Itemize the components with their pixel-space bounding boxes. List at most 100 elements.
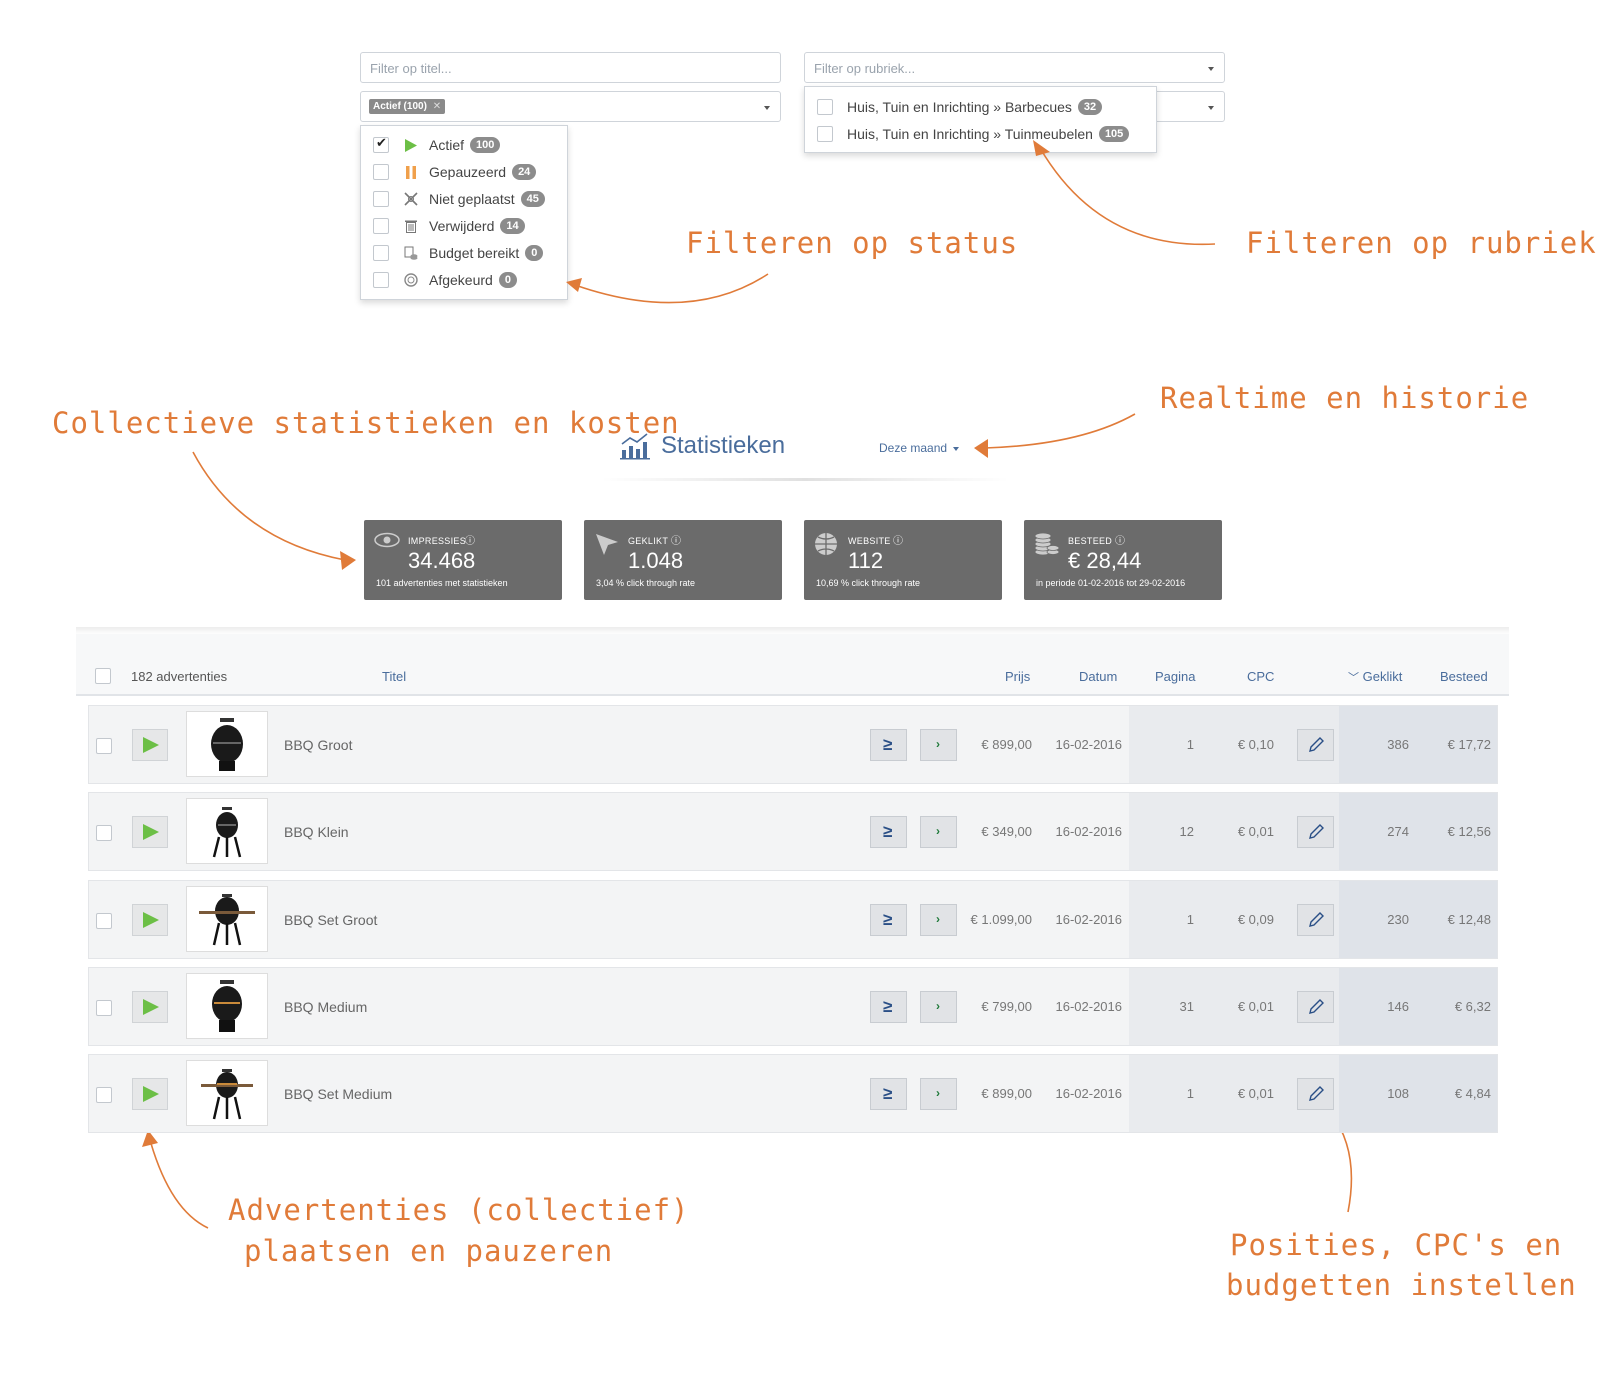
table-row: BBQ Set Groot ≥ › € 1.099,00 16-02-2016 … bbox=[88, 880, 1498, 959]
table-row: BBQ Klein ≥ › € 349,00 16-02-2016 12 € 0… bbox=[88, 792, 1498, 871]
info-icon[interactable]: ⓘ bbox=[1115, 536, 1125, 547]
info-icon[interactable]: ⓘ bbox=[465, 536, 475, 547]
second-select[interactable] bbox=[1150, 91, 1225, 122]
header-pagina[interactable]: Pagina bbox=[1155, 669, 1196, 684]
row-checkbox[interactable] bbox=[96, 913, 112, 929]
title-filter-input[interactable]: Filter op titel... bbox=[360, 52, 781, 83]
rubriek-option[interactable]: Huis, Tuin en Inrichting » Tuinmeubelen … bbox=[817, 123, 1130, 145]
status-filter-select[interactable]: Actief (100) ✕ bbox=[360, 91, 781, 122]
status-option-label: Gepauzeerd bbox=[429, 164, 507, 180]
stat-value: 1.048 bbox=[628, 548, 684, 573]
position-icon: ≥ bbox=[883, 997, 893, 1016]
edit-button[interactable] bbox=[1297, 904, 1334, 936]
row-title[interactable]: BBQ Set Groot bbox=[284, 912, 378, 928]
row-cpc: € 0,01 bbox=[1237, 999, 1274, 1014]
status-option-label: Actief bbox=[429, 137, 465, 153]
edit-button[interactable] bbox=[1297, 991, 1334, 1023]
row-shade bbox=[1339, 881, 1497, 958]
checkbox[interactable] bbox=[373, 272, 389, 288]
checkbox[interactable] bbox=[373, 164, 389, 180]
info-icon[interactable]: ⓘ bbox=[893, 536, 903, 547]
arrow-right-icon: › bbox=[936, 1086, 940, 1100]
pencil-icon bbox=[1309, 1086, 1324, 1101]
annotation-place-1: Advertenties (collectief) bbox=[228, 1193, 690, 1227]
status-option-verwijderd[interactable]: Verwijderd 14 bbox=[373, 215, 525, 237]
table-row: BBQ Groot ≥ › € 899,00 16-02-2016 1 € 0,… bbox=[88, 705, 1498, 784]
header-datum[interactable]: Datum bbox=[1079, 669, 1118, 684]
marktplaats-button[interactable]: › bbox=[920, 904, 957, 936]
row-checkbox[interactable] bbox=[96, 1087, 112, 1103]
row-title[interactable]: BBQ Set Medium bbox=[284, 1086, 393, 1102]
play-button[interactable] bbox=[132, 1078, 168, 1110]
header-geklikt[interactable]: ﹀ Geklikt bbox=[1348, 669, 1402, 685]
arrow-right-icon: › bbox=[936, 737, 940, 751]
play-button[interactable] bbox=[132, 991, 168, 1023]
globe-icon bbox=[814, 532, 838, 561]
marktplaats-button[interactable]: › bbox=[920, 816, 957, 848]
status-tag[interactable]: Actief (100) ✕ bbox=[369, 99, 446, 114]
select-all-checkbox[interactable] bbox=[95, 668, 111, 684]
marktplaats-button[interactable]: › bbox=[920, 729, 957, 761]
stats-title: Statistieken bbox=[661, 432, 786, 459]
header-cpc[interactable]: CPC bbox=[1247, 669, 1275, 684]
row-datum: 16-02-2016 bbox=[1055, 824, 1123, 839]
pencil-icon bbox=[1309, 737, 1324, 752]
row-datum: 16-02-2016 bbox=[1055, 1086, 1123, 1101]
row-title[interactable]: BBQ Medium bbox=[284, 999, 368, 1015]
info-icon[interactable]: ⓘ bbox=[671, 536, 681, 547]
header-besteed[interactable]: Besteed bbox=[1440, 669, 1488, 684]
row-checkbox[interactable] bbox=[96, 825, 112, 841]
count-badge: 14 bbox=[500, 218, 525, 234]
row-prijs: € 799,00 bbox=[981, 999, 1032, 1014]
row-checkbox[interactable] bbox=[96, 738, 112, 754]
rubriek-filter-select[interactable]: Filter op rubriek... bbox=[804, 52, 1225, 83]
checkbox[interactable] bbox=[817, 126, 833, 142]
checkbox[interactable] bbox=[817, 99, 833, 115]
edit-button[interactable] bbox=[1297, 816, 1334, 848]
row-datum: 16-02-2016 bbox=[1055, 999, 1123, 1014]
marktplaats-button[interactable]: › bbox=[920, 1078, 957, 1110]
position-button[interactable]: ≥ bbox=[870, 729, 907, 761]
rubriek-option[interactable]: Huis, Tuin en Inrichting » Barbecues 32 bbox=[817, 96, 1103, 118]
row-geklikt: 386 bbox=[1387, 737, 1409, 752]
header-titel[interactable]: Titel bbox=[382, 669, 407, 684]
position-button[interactable]: ≥ bbox=[870, 816, 907, 848]
status-option-niet-geplaatst[interactable]: Niet geplaatst 45 bbox=[373, 188, 545, 210]
status-option-actief[interactable]: ✔ Actief 100 bbox=[373, 134, 501, 156]
pencil-icon bbox=[1309, 824, 1324, 839]
position-icon: ≥ bbox=[883, 735, 893, 754]
close-icon[interactable]: ✕ bbox=[432, 101, 442, 112]
table-shadow bbox=[76, 627, 1509, 635]
table-header bbox=[76, 634, 1509, 696]
not-placed-icon bbox=[403, 192, 419, 206]
annotation-status: Filteren op status bbox=[686, 226, 1019, 260]
checkbox[interactable] bbox=[373, 191, 389, 207]
period-selector[interactable]: Deze maand bbox=[879, 441, 960, 455]
header-prijs[interactable]: Prijs bbox=[1005, 669, 1031, 684]
play-button[interactable] bbox=[132, 816, 168, 848]
position-button[interactable]: ≥ bbox=[870, 904, 907, 936]
rejected-icon bbox=[403, 273, 419, 287]
position-button[interactable]: ≥ bbox=[870, 1078, 907, 1110]
checkbox[interactable] bbox=[373, 245, 389, 261]
status-option-gepauzeerd[interactable]: Gepauzeerd 24 bbox=[373, 161, 537, 183]
row-geklikt: 146 bbox=[1387, 999, 1409, 1014]
row-checkbox[interactable] bbox=[96, 1000, 112, 1016]
checkbox[interactable] bbox=[373, 218, 389, 234]
position-button[interactable]: ≥ bbox=[870, 991, 907, 1023]
status-option-budget-bereikt[interactable]: Budget bereikt 0 bbox=[373, 242, 544, 264]
play-button[interactable] bbox=[132, 729, 168, 761]
checkbox[interactable]: ✔ bbox=[373, 135, 389, 153]
row-prijs: € 899,00 bbox=[981, 737, 1032, 752]
edit-button[interactable] bbox=[1297, 1078, 1334, 1110]
marktplaats-button[interactable]: › bbox=[920, 991, 957, 1023]
play-icon bbox=[143, 737, 159, 753]
row-title[interactable]: BBQ Klein bbox=[284, 824, 349, 840]
status-option-afgekeurd[interactable]: Afgekeurd 0 bbox=[373, 269, 517, 291]
arrow-right-icon: › bbox=[936, 824, 940, 838]
play-button[interactable] bbox=[132, 904, 168, 936]
position-icon: ≥ bbox=[883, 1084, 893, 1103]
count-badge: 0 bbox=[498, 272, 517, 288]
edit-button[interactable] bbox=[1297, 729, 1334, 761]
row-title[interactable]: BBQ Groot bbox=[284, 737, 353, 753]
